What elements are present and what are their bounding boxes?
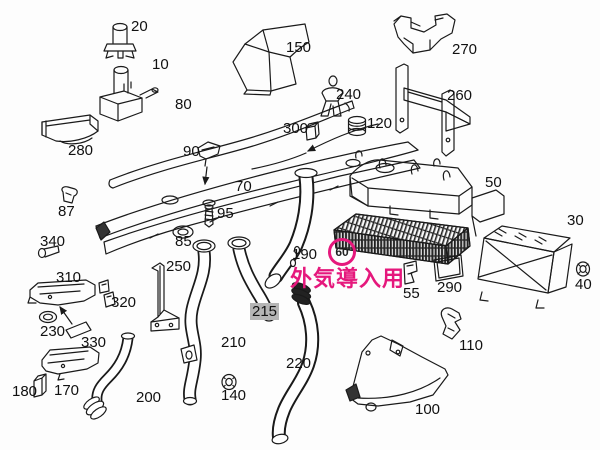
part-label-150: 150 [286, 39, 312, 56]
part-100-drawing [345, 335, 449, 412]
part-label-110: 110 [459, 337, 483, 354]
part-330-drawing [65, 321, 92, 339]
part-label-220: 220 [286, 355, 312, 372]
part-110-drawing [440, 307, 462, 340]
part-270-drawing [393, 13, 456, 54]
vacuum-line-drawing [251, 123, 379, 170]
part-label-120: 120 [367, 115, 393, 132]
part-label-30: 30 [567, 212, 584, 229]
part-label-20: 20 [131, 18, 148, 35]
part-label-50: 50 [485, 174, 502, 191]
part-87-drawing [61, 186, 78, 204]
part-label-320: 320 [111, 294, 137, 311]
part-320-drawing [98, 279, 116, 308]
part-230-drawing [38, 310, 58, 324]
part-30-drawing [471, 189, 573, 309]
part-label-140: 140 [221, 387, 247, 404]
part-label-300: 300 [283, 120, 309, 137]
part-label-330: 330 [81, 334, 107, 351]
part-280-drawing [41, 114, 99, 145]
part-label-95: 95 [217, 205, 234, 222]
part-label-90: 90 [183, 143, 200, 160]
part-label-240: 240 [336, 86, 362, 103]
part-200-drawing [83, 332, 136, 420]
part-80-drawing [108, 100, 355, 189]
part-20-drawing [103, 22, 137, 59]
part-label-87: 87 [58, 203, 75, 220]
part-10-drawing [99, 65, 159, 122]
part-260-drawing [395, 63, 471, 157]
part-label-170: 170 [54, 382, 80, 399]
part-55-drawing [403, 260, 418, 285]
part-label-40: 40 [575, 276, 592, 293]
filter-callout-circle: 60 [328, 238, 356, 266]
part-310-drawing [27, 279, 96, 325]
part-40-drawing [575, 261, 591, 277]
part-label-180: 180 [12, 383, 38, 400]
part-label-340: 340 [40, 233, 66, 250]
part-220-drawing [271, 282, 320, 445]
part-label-55: 55 [403, 285, 420, 302]
part-label-270: 270 [452, 41, 478, 58]
part-210-drawing [180, 239, 216, 406]
part-label-230: 230 [40, 323, 66, 340]
part-140-nut-drawing [221, 373, 237, 391]
part-170-drawing [41, 346, 100, 381]
part-label-280: 280 [68, 142, 94, 159]
part-290-drawing [433, 254, 464, 282]
outside-air-note: 外気導入用 [290, 267, 406, 292]
part-label-250: 250 [166, 258, 192, 275]
part-340-drawing [37, 245, 60, 259]
part-label-215-highlighted: 215 [250, 303, 280, 320]
part-85-drawing [172, 225, 194, 239]
part-label-310: 310 [56, 269, 82, 286]
part-label-260: 260 [447, 87, 473, 104]
part-label-100: 100 [415, 401, 441, 418]
part-label-10: 10 [152, 56, 169, 73]
part-60-filter-drawing [333, 213, 471, 265]
part-label-85: 85 [175, 233, 192, 250]
part-label-70: 70 [235, 178, 252, 195]
part-190-drawing [264, 167, 318, 289]
part-250-drawing [150, 262, 180, 332]
part-240-drawing [320, 75, 344, 117]
part-150-drawing [232, 23, 310, 96]
part-label-190: 190 [292, 246, 318, 263]
part-label-80: 80 [175, 96, 192, 113]
part-label-200: 200 [136, 389, 162, 406]
part-70-90-cowl-drawing [95, 141, 421, 255]
part-300-drawing [305, 121, 320, 141]
part-180-drawing [33, 373, 47, 398]
part-label-210: 210 [221, 334, 247, 351]
part-50-drawing [349, 150, 473, 220]
part-label-290: 290 [437, 279, 463, 296]
part-120-drawing [347, 115, 367, 137]
